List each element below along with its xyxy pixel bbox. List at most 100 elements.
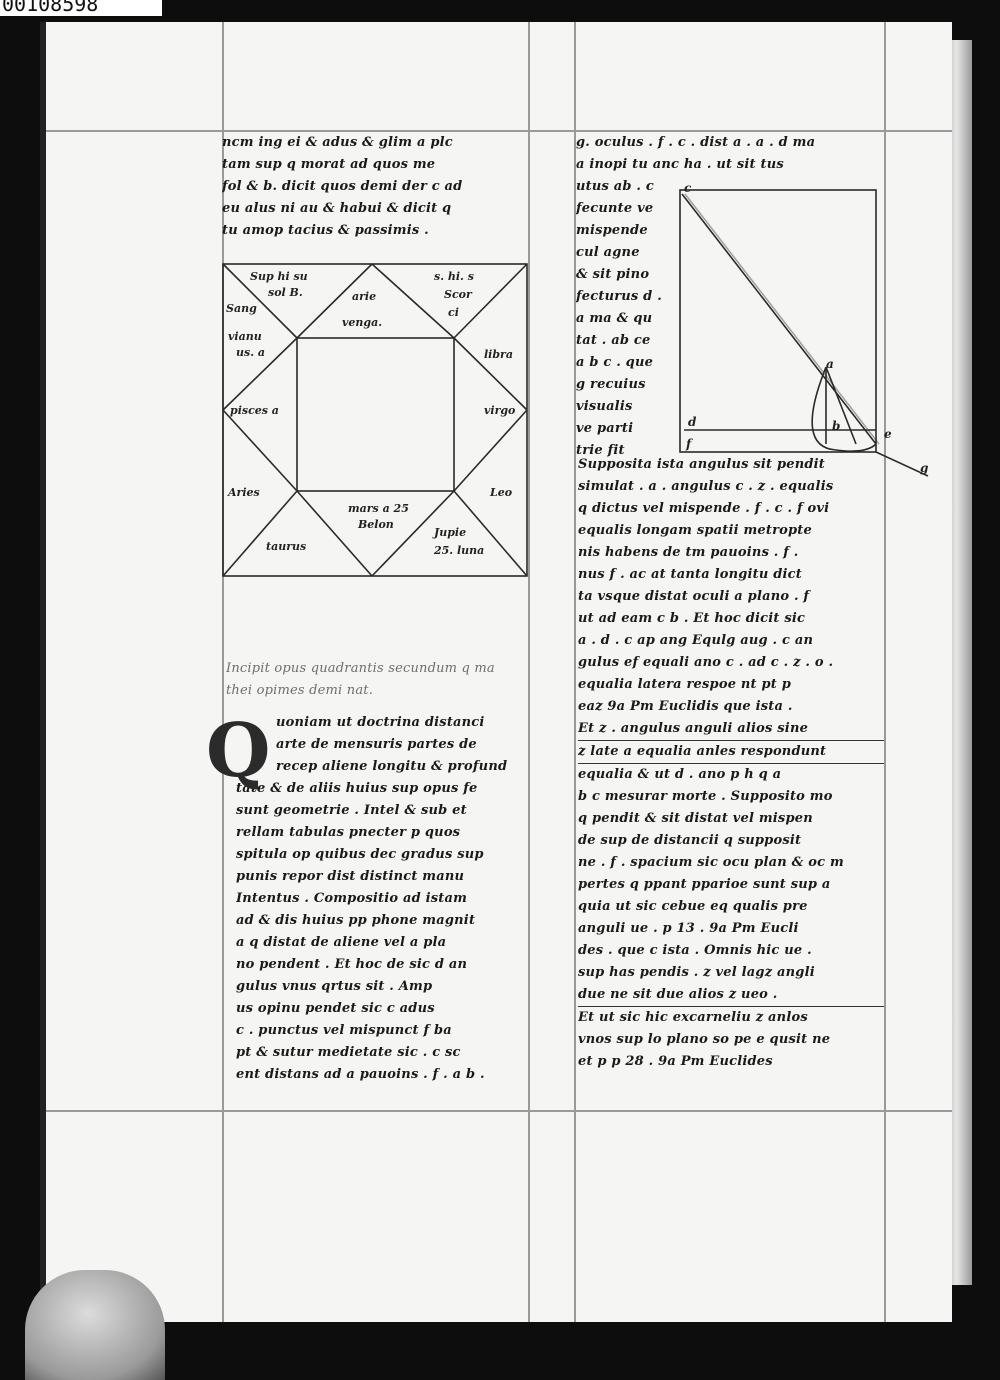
ruling-line — [528, 22, 530, 1322]
ruling-line — [46, 130, 952, 132]
text-line: ad & dis huius pp phone magnit — [236, 913, 476, 928]
ruling-line — [884, 22, 886, 1322]
right-body-text: Supposita ista angulus sit pendit simula… — [578, 454, 884, 1073]
text-line: c . punctus vel mispunct f ba — [236, 1023, 452, 1038]
chart-label: Jupie — [432, 526, 466, 539]
rubric-line: Incipit opus quadrantis secundum q ma — [226, 661, 495, 676]
diagram-label: d — [688, 415, 697, 429]
text-line: equalia latera respoe nt pt p — [578, 677, 791, 692]
chart-label: vianu — [228, 330, 262, 343]
chart-label: venga. — [342, 316, 382, 329]
text-line: tat . ab ce — [576, 333, 651, 348]
chart-label: Belon — [357, 518, 394, 531]
rubric-heading: Incipit opus quadrantis secundum q ma th… — [226, 658, 526, 702]
chart-label: Scor — [444, 288, 473, 301]
text-line: quia ut sic cebue eq qualis pre — [578, 899, 808, 914]
manuscript-page: ncm ing ei & adus & glim a plc tam sup q… — [40, 22, 952, 1322]
text-line: visualis — [576, 399, 633, 414]
text-line: mispende — [576, 223, 648, 238]
chart-label: 25. luna — [433, 544, 484, 557]
chart-label: pisces a — [230, 404, 279, 417]
right-top-text: g. oculus . f . c . dist a . a . d ma a … — [576, 132, 876, 176]
diagram-label: e — [884, 427, 892, 441]
chart-label: mars a 25 — [348, 502, 409, 515]
text-line-underlined: Et z . angulus anguli alios sine — [578, 718, 884, 741]
text-line: tu amop tacius & passimis . — [222, 223, 429, 238]
diagram-label: a — [826, 357, 834, 371]
text-line: a . d . c ap ang Equlg aug . c an — [578, 633, 814, 648]
chart-label: Sang — [226, 302, 257, 315]
ruling-line — [574, 22, 576, 1322]
text-line: de sup de distancii q supposit — [578, 833, 802, 848]
text-line: equalia & ut d . ano p h q a — [578, 767, 782, 782]
text-line: g recuius — [576, 377, 646, 392]
text-line: punis repor dist distinct manu — [236, 869, 465, 884]
text-line: pertes q ppant pparioe sunt sup a — [578, 877, 831, 892]
text-line: no pendent . Et hoc de sic d an — [236, 957, 468, 972]
chart-label: taurus — [266, 540, 306, 553]
text-line: nus f . ac at tanta longitu dict — [578, 567, 802, 582]
text-line: sup has pendis . z vel lagz angli — [578, 965, 815, 980]
text-line: a b c . que — [576, 355, 654, 370]
scan-id-label: 00108598 — [0, 0, 162, 16]
diagram-label: g — [920, 461, 928, 475]
text-line: fol & b. dicit quos demi der c ad — [222, 179, 463, 194]
text-line: uoniam ut doctrina distanci — [276, 715, 485, 730]
text-line: Supposita ista angulus sit pendit — [578, 457, 825, 472]
text-line: ve parti — [576, 421, 634, 436]
text-line: ne . f . spacium sic ocu plan & oc m — [578, 855, 844, 870]
diagram-label: f — [685, 437, 693, 451]
chart-label: sol B. — [268, 286, 303, 299]
diagram-label: b — [832, 419, 840, 433]
text-line: ent distans ad a pauoins . f . a b . — [236, 1067, 485, 1082]
chart-label: Leo — [489, 486, 512, 499]
right-side-text: utus ab . c fecunte ve mispende cul agne… — [576, 176, 676, 462]
text-line: q dictus vel mispende . f . c . f ovi — [578, 501, 830, 516]
text-line: spitula op quibus dec gradus sup — [236, 847, 484, 862]
text-line: pt & sutur medietate sic . c sc — [236, 1045, 461, 1060]
text-line-underlined: due ne sit due alios z ueo . — [578, 984, 884, 1007]
text-line: anguli ue . p 13 . 9a Pm Eucli — [578, 921, 799, 936]
chart-label: ci — [448, 306, 459, 319]
text-line: ncm ing ei & adus & glim a plc — [222, 135, 453, 150]
chart-label: Aries — [227, 486, 260, 499]
ruling-line — [46, 1110, 952, 1112]
text-line: a ma & qu — [576, 311, 653, 326]
decorated-initial: Q — [206, 708, 271, 794]
text-line: gulus ef equali ano c . ad c . z . o . — [578, 655, 834, 670]
text-line: Intentus . Compositio ad istam — [236, 891, 468, 906]
text-line: Et ut sic hic excarneliu z anlos — [578, 1010, 808, 1025]
text-line: arte de mensuris partes de — [276, 737, 477, 752]
text-line: eaz 9a Pm Euclidis que ista . — [578, 699, 793, 714]
text-line-underlined: z late a equalia anles respondunt — [578, 741, 884, 764]
text-line: rellam tabulas pnecter p quos — [236, 825, 461, 840]
text-line: ta vsque distat oculi a plano . f — [578, 589, 810, 604]
text-line: cul agne — [576, 245, 640, 260]
chart-label: Sup hi su — [250, 270, 308, 283]
text-line: b c mesurar morte . Supposito mo — [578, 789, 833, 804]
text-line: a inopi tu anc ha . ut sit tus — [576, 157, 784, 172]
text-line: & sit pino — [576, 267, 650, 282]
text-line: fecturus d . — [576, 289, 662, 304]
text-line: us opinu pendet sic c adus — [236, 1001, 435, 1016]
geometric-diagram: c a b e d f g — [679, 182, 928, 477]
left-body-text: uoniam ut doctrina distanci arte de mens… — [276, 712, 528, 778]
chart-label: s. hi. s — [434, 270, 474, 283]
text-line: des . que c ista . Omnis hic ue . — [578, 943, 812, 958]
text-line: eu alus ni au & habui & dicit q — [222, 201, 452, 216]
thumb-shadow — [25, 1270, 165, 1380]
text-line: ut ad eam c b . Et hoc dicit sic — [578, 611, 806, 626]
text-line: simulat . a . angulus c . z . equalis — [578, 479, 834, 494]
text-line: nis habens de tm pauoins . f . — [578, 545, 799, 560]
text-line: sunt geometrie . Intel & sub et — [236, 803, 467, 818]
text-line: recep aliene longitu & profund — [276, 759, 508, 774]
text-line: q pendit & sit distat vel mispen — [578, 811, 813, 826]
text-line: g. oculus . f . c . dist a . a . d ma — [576, 135, 816, 150]
text-line: et p p 28 . 9a Pm Euclides — [578, 1054, 773, 1069]
diagram-label: c — [684, 182, 692, 195]
left-top-text: ncm ing ei & adus & glim a plc tam sup q… — [222, 132, 528, 242]
left-body-text-full: tate & de aliis huius sup opus fe sunt g… — [236, 778, 528, 1086]
text-line: utus ab . c — [576, 179, 654, 194]
text-line: trie fit — [576, 443, 625, 458]
ruling-line — [222, 22, 224, 1322]
